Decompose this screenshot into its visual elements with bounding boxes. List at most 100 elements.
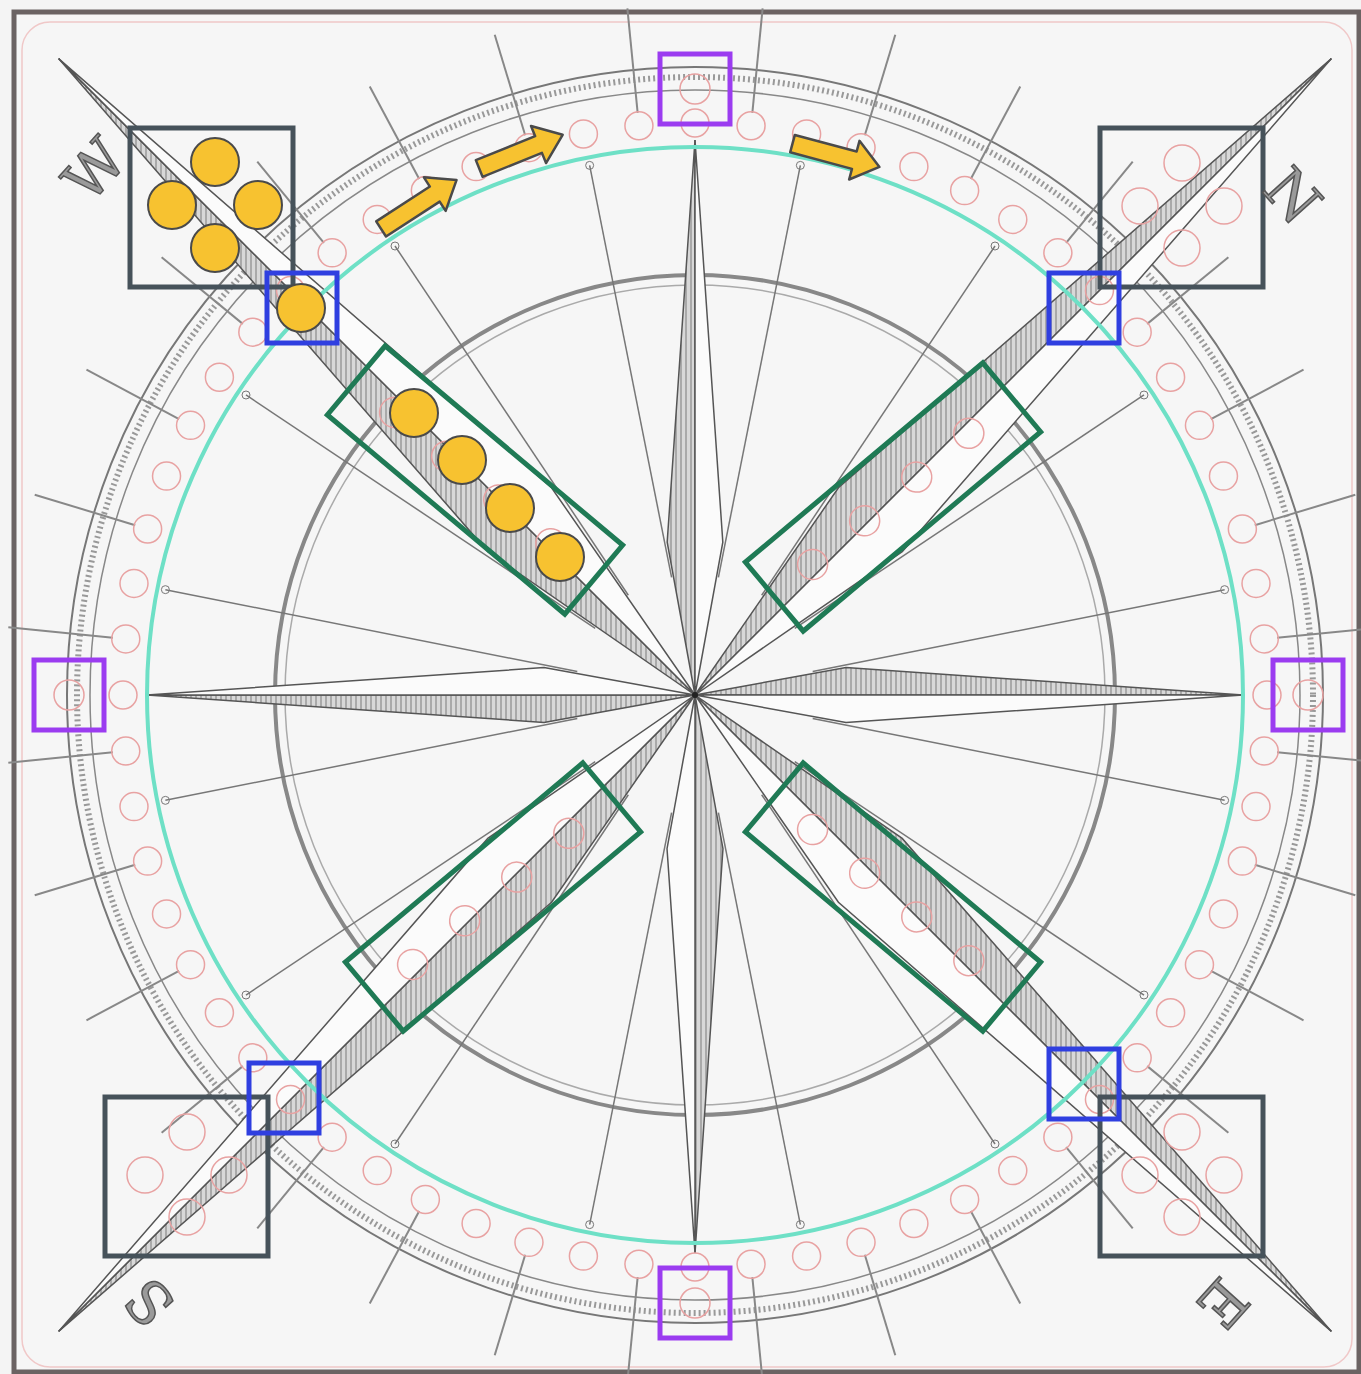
track-space (900, 153, 928, 181)
move-arrow (787, 124, 884, 186)
track-space (205, 999, 233, 1027)
home-space (1206, 1157, 1242, 1193)
track-space (177, 951, 205, 979)
rose-needle (165, 590, 577, 672)
needle-tip (586, 1221, 594, 1229)
special-space (680, 1288, 710, 1318)
start-square (1049, 1049, 1119, 1119)
needle-tip (796, 1221, 804, 1229)
rose-needle (165, 718, 577, 800)
lane-space (844, 500, 886, 542)
home-space (1122, 188, 1158, 224)
rose-needle (590, 165, 672, 577)
needle-tip (161, 796, 169, 804)
home-lane (327, 346, 622, 614)
needle-tip (991, 242, 999, 250)
lane-space (896, 896, 938, 938)
needle-tip (1140, 991, 1148, 999)
lane-space (791, 808, 833, 850)
track-space (205, 363, 233, 391)
track-space (1185, 951, 1213, 979)
home-lane-box (745, 363, 1040, 631)
track-space (134, 847, 162, 875)
track-space (900, 1209, 928, 1237)
start-square (1049, 273, 1119, 343)
track-space (737, 1250, 765, 1278)
ring-spike (495, 1255, 525, 1355)
ring-spike (1211, 971, 1304, 1020)
home-space (1206, 188, 1242, 224)
track-space (569, 1242, 597, 1270)
track-space (1242, 793, 1270, 821)
move-arrow (472, 116, 570, 187)
track-space (1228, 847, 1256, 875)
track-space (1242, 569, 1270, 597)
start-square (267, 273, 337, 343)
ring-spike (1277, 752, 1361, 762)
track-space (1157, 363, 1185, 391)
home-space (1122, 1157, 1158, 1193)
rose-center (692, 692, 698, 698)
ring-spike (1211, 370, 1304, 419)
ring-spike (370, 1211, 419, 1304)
special-square (660, 54, 730, 124)
track-space (515, 1228, 543, 1256)
ring-spike (752, 8, 762, 112)
move-arrow (370, 163, 467, 246)
player-piece (191, 138, 239, 186)
rose-needle (813, 590, 1225, 672)
track-space (318, 239, 346, 267)
home-space (169, 1199, 205, 1235)
player-piece (390, 389, 438, 437)
star-point-shaded (147, 695, 695, 722)
home-space (127, 1157, 163, 1193)
player-piece (438, 436, 486, 484)
board-inner-frame (22, 22, 1352, 1367)
ring-spike (1147, 257, 1228, 324)
track-space (1250, 625, 1278, 653)
ring-spike (8, 627, 112, 637)
track-space (1044, 239, 1072, 267)
home-space (1164, 1114, 1200, 1150)
star-point-light (695, 140, 723, 695)
track-space (951, 177, 979, 205)
ring-spike (627, 8, 637, 112)
star-point-light (147, 668, 695, 695)
rose-needle (718, 813, 800, 1225)
ring-spike (86, 370, 179, 419)
special-space (1293, 680, 1323, 710)
special-space (680, 74, 710, 104)
star-point-light (667, 695, 695, 1253)
track-space (999, 205, 1027, 233)
ring-spike (1277, 627, 1361, 637)
track-space (1157, 999, 1185, 1027)
track-space (737, 112, 765, 140)
track-space (1209, 900, 1237, 928)
track-space (112, 737, 140, 765)
track-space (363, 1157, 391, 1185)
player-piece (148, 181, 196, 229)
track-space (318, 1123, 346, 1151)
track-space (1253, 681, 1281, 709)
ring-spike (35, 495, 135, 525)
board-frame (14, 12, 1359, 1372)
home-lane (345, 763, 640, 1031)
lane-space (948, 412, 990, 454)
track-space (1250, 737, 1278, 765)
ring-spike (35, 865, 135, 895)
needle-tip (242, 991, 250, 999)
rose-needle (813, 718, 1225, 800)
needle-tip (991, 1140, 999, 1148)
lane-space (948, 940, 990, 982)
player-piece (191, 224, 239, 272)
move-arrow-shape (787, 124, 884, 186)
home-lane (745, 363, 1040, 631)
track-space (1123, 318, 1151, 346)
track-space (120, 569, 148, 597)
player-piece (486, 484, 534, 532)
ring-spike (971, 1211, 1020, 1304)
home-base (130, 128, 293, 287)
star-point-shaded (667, 140, 695, 695)
track-spaces (109, 109, 1281, 1281)
needle-tip (586, 161, 594, 169)
